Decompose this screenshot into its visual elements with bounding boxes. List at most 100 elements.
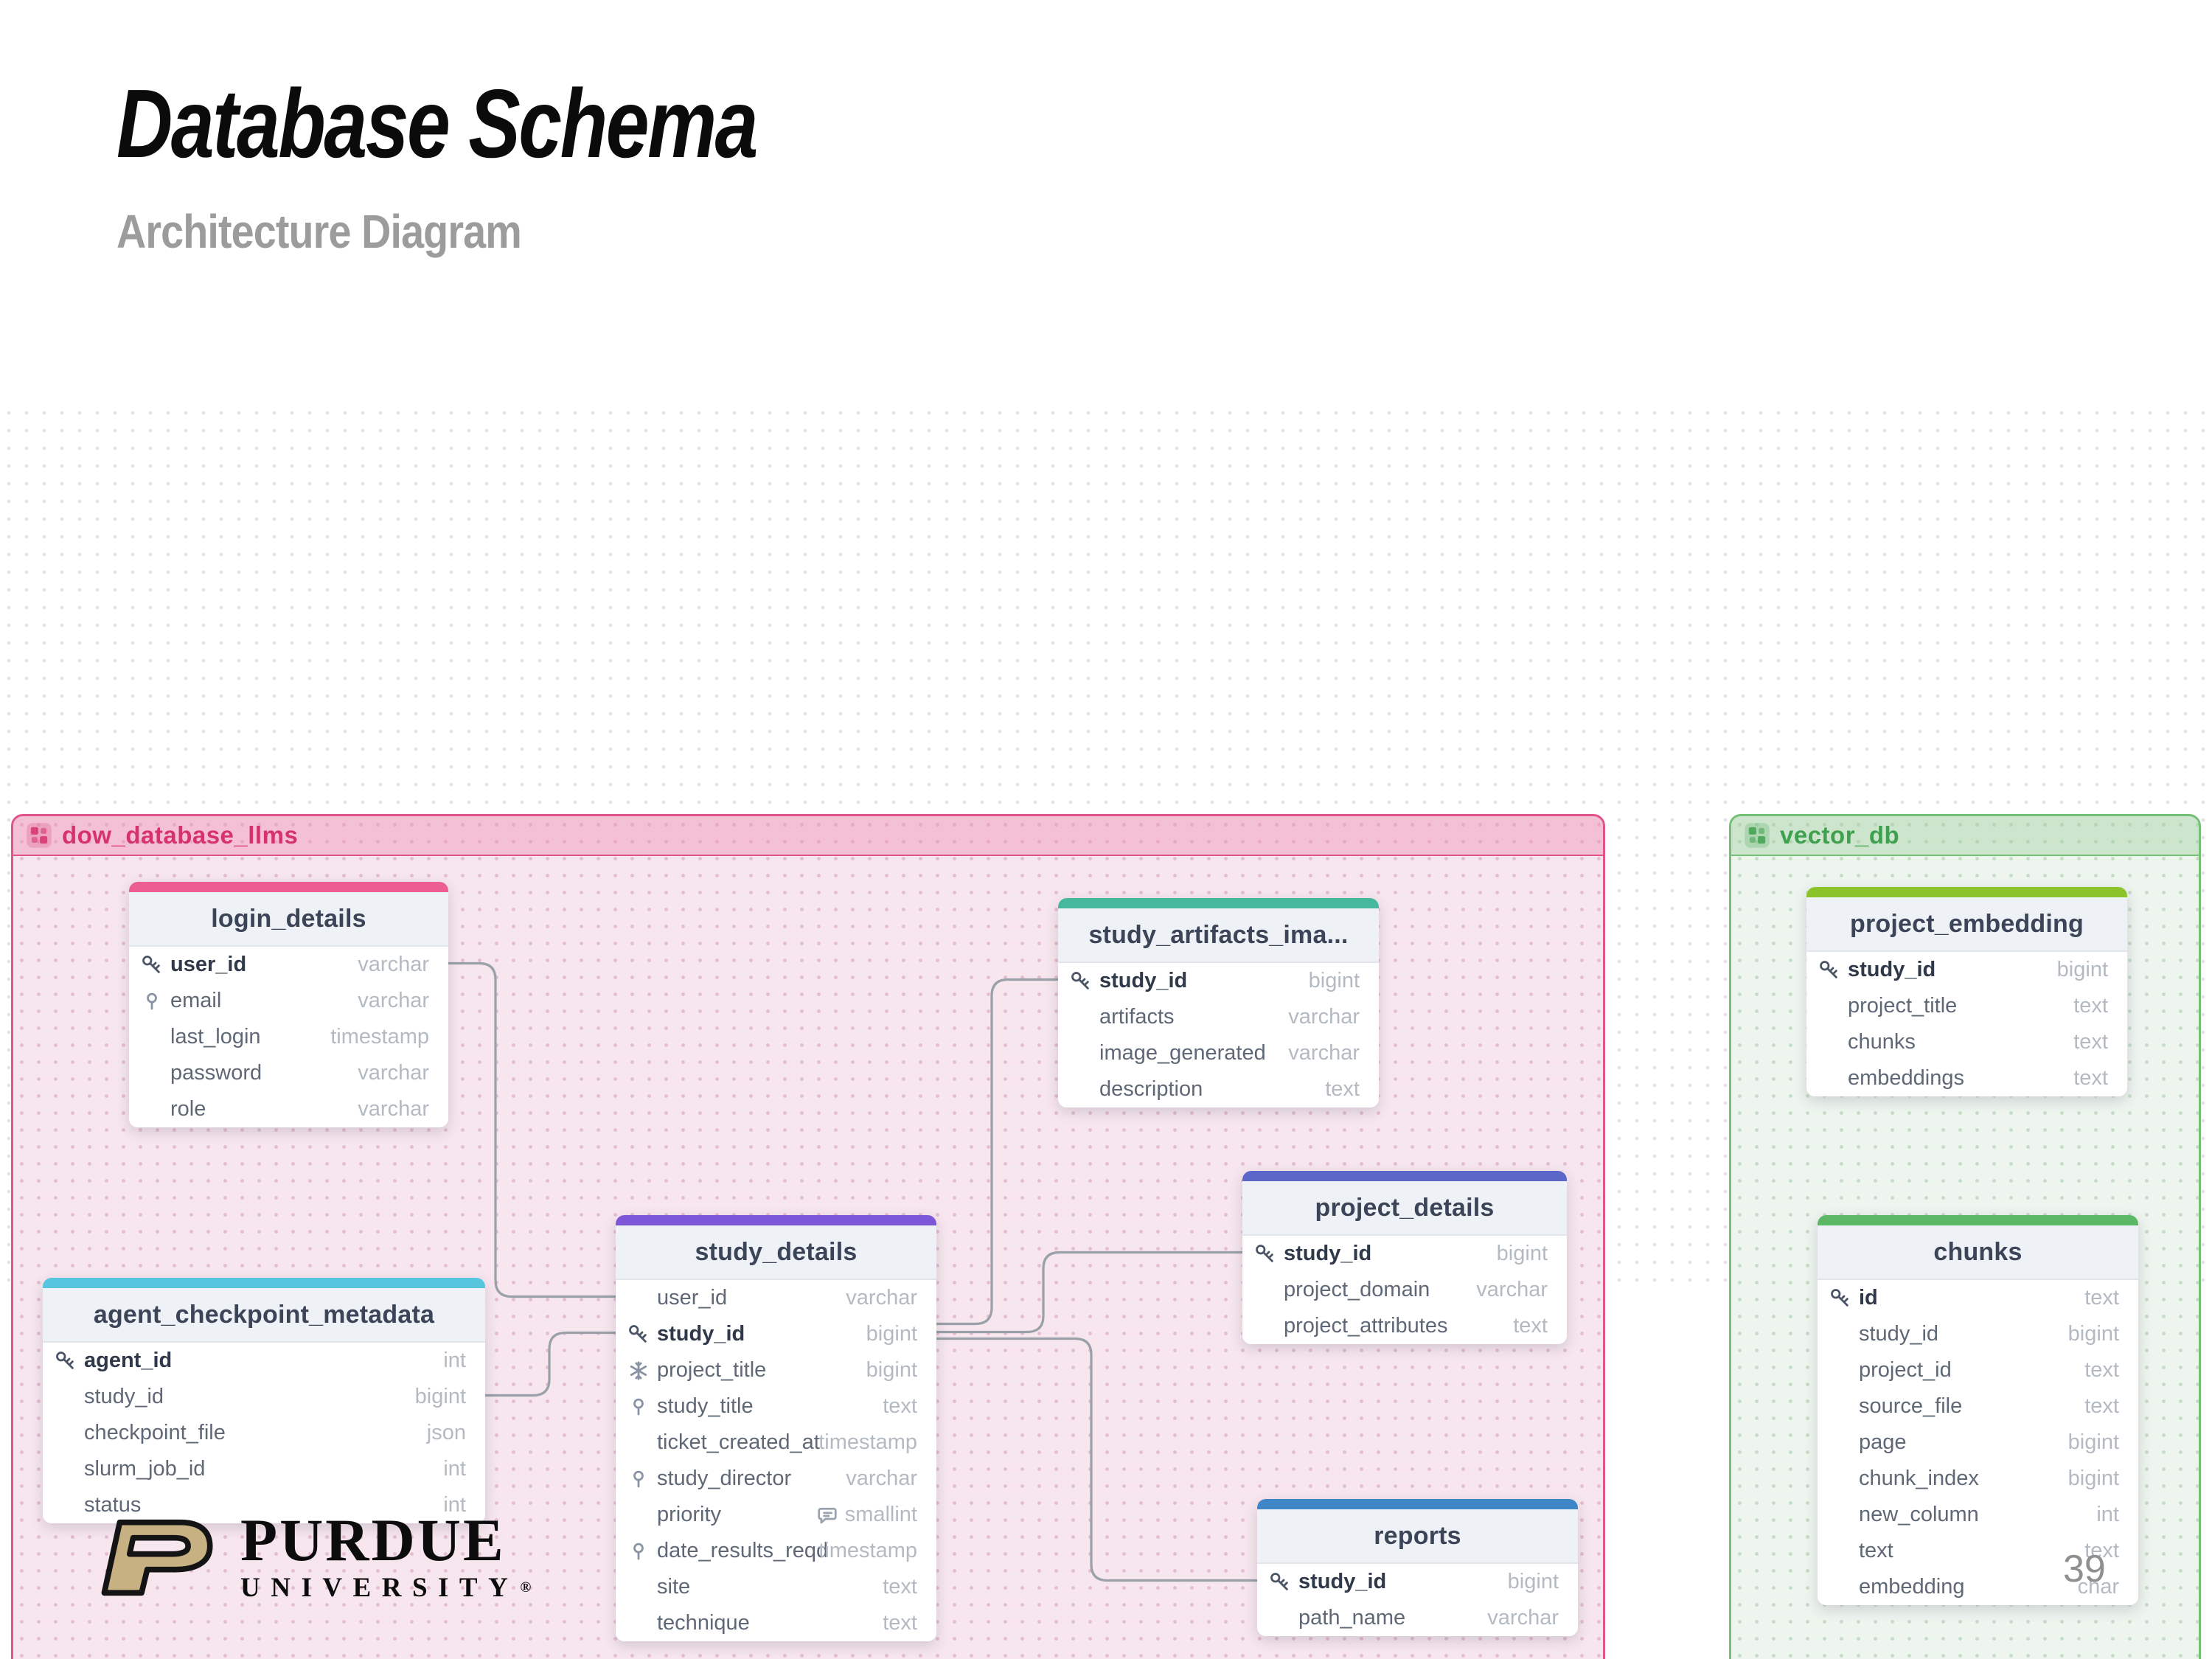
field-type: text bbox=[2073, 1030, 2108, 1054]
field-icon-gutter bbox=[141, 1062, 170, 1085]
field-type: bigint bbox=[2067, 1430, 2119, 1454]
table-title[interactable]: chunks bbox=[1818, 1225, 2138, 1280]
unique-icon bbox=[633, 1470, 644, 1487]
key-icon bbox=[56, 1351, 74, 1369]
relationship-study_details-project_details[interactable] bbox=[935, 1251, 1244, 1334]
relationship-agent_checkpoint_metadata-study_details[interactable] bbox=[484, 1331, 617, 1397]
field-icon-gutter bbox=[141, 1098, 170, 1121]
key-icon bbox=[1831, 1288, 1848, 1307]
field-name: text bbox=[1859, 1539, 1893, 1562]
table-title[interactable]: project_embedding bbox=[1806, 897, 2127, 952]
field-icon-gutter bbox=[1269, 1571, 1298, 1594]
field-type: text bbox=[1325, 1077, 1360, 1101]
registered-mark-icon: ® bbox=[520, 1579, 532, 1596]
field-name: slurm_job_id bbox=[84, 1457, 206, 1481]
table-title[interactable]: study_artifacts_ima... bbox=[1058, 908, 1379, 963]
group-label: dow_database_llms bbox=[62, 821, 299, 849]
group-header[interactable]: dow_database_llms bbox=[13, 816, 1603, 856]
table-title[interactable]: login_details bbox=[129, 892, 448, 947]
field-icon-gutter bbox=[1254, 1315, 1284, 1338]
table-title[interactable]: project_details bbox=[1242, 1181, 1567, 1236]
group-header[interactable]: vector_db bbox=[1731, 816, 2199, 856]
field-name: image_generated bbox=[1099, 1041, 1266, 1065]
field-icon-gutter bbox=[55, 1494, 84, 1517]
field-icon-gutter bbox=[1829, 1431, 1859, 1455]
field-name: new_column bbox=[1859, 1503, 1979, 1526]
relationship-study_details-reports[interactable] bbox=[935, 1337, 1259, 1582]
field-name: source_file bbox=[1859, 1394, 1963, 1418]
field-type: varchar bbox=[358, 989, 429, 1012]
field-type: timestamp bbox=[818, 1430, 917, 1454]
relationship-study_details-study_artifacts_ima...[interactable] bbox=[935, 978, 1060, 1326]
field-name: priority bbox=[657, 1503, 722, 1526]
field-type: varchar bbox=[1288, 1005, 1360, 1029]
table-title[interactable]: agent_checkpoint_metadata bbox=[43, 1288, 485, 1343]
purdue-logo: PURDUE UNIVERSITY ® bbox=[94, 1510, 531, 1604]
table-title[interactable]: reports bbox=[1257, 1509, 1578, 1564]
diagram-canvas[interactable]: dow_database_llms vector_db bbox=[0, 404, 2212, 1659]
field-icon-gutter bbox=[1818, 1031, 1848, 1054]
table-accent-bar bbox=[1058, 898, 1379, 908]
field-name: project_title bbox=[1848, 994, 1958, 1018]
relationship-login_details-study_details[interactable] bbox=[447, 961, 617, 1298]
field-name: user_id bbox=[170, 953, 247, 976]
field-name: study_id bbox=[1284, 1242, 1372, 1265]
field-icon-gutter bbox=[1070, 1078, 1099, 1102]
field-type: text bbox=[2073, 1066, 2108, 1090]
field-type: text bbox=[2084, 1286, 2119, 1310]
brand-name: PURDUE bbox=[240, 1506, 506, 1573]
field-type: text bbox=[883, 1575, 917, 1599]
table-title[interactable]: study_details bbox=[616, 1225, 936, 1280]
